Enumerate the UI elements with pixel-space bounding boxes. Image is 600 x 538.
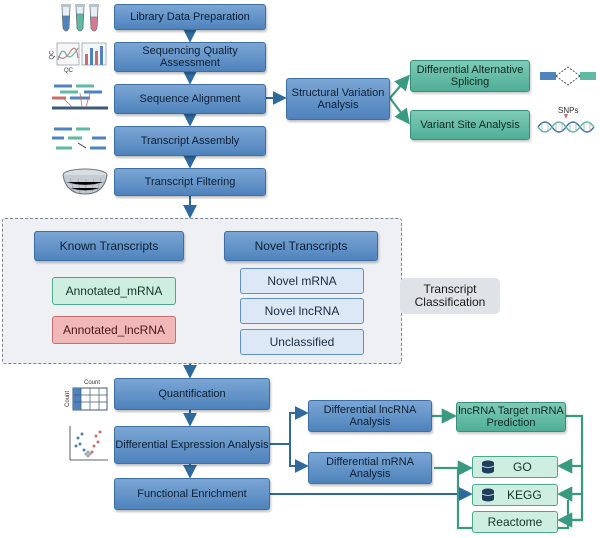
qc-axis-label: QC bbox=[49, 50, 56, 60]
assembly-icon bbox=[52, 127, 106, 150]
qc-bottom-label: QC bbox=[64, 68, 73, 74]
volcano-plot-icon bbox=[69, 426, 108, 461]
library-prep-box: Library Data Preparation bbox=[114, 4, 266, 30]
database-icon bbox=[481, 488, 495, 502]
transcript-assembly-box: Transcript Assembly bbox=[114, 126, 266, 156]
variant-site-box: Variant Site Analysis bbox=[410, 110, 530, 140]
classification-panel-label: Transcript Classification bbox=[400, 278, 500, 314]
quantification-box: Quantification bbox=[114, 378, 270, 410]
annotated-lncrna-box: Annotated_lncRNA bbox=[52, 316, 176, 344]
transcript-filtering-box: Transcript Filtering bbox=[114, 168, 266, 196]
kegg-label: KEGG bbox=[507, 488, 542, 502]
go-box: GO bbox=[472, 456, 558, 478]
seq-align-box: Sequence Alignment bbox=[114, 84, 266, 114]
reactome-box: Reactome bbox=[472, 511, 558, 533]
database-icon bbox=[481, 460, 495, 474]
structural-variation-box: Structural Variation Analysis bbox=[286, 78, 390, 120]
functional-enrichment-box: Functional Enrichment bbox=[114, 478, 270, 510]
diff-alt-splicing-box: Differential Alternative Splicing bbox=[410, 60, 530, 92]
go-label: GO bbox=[513, 460, 532, 474]
dna-helix-icon bbox=[537, 114, 595, 133]
alignment-reads-icon bbox=[52, 84, 108, 110]
novel-transcripts-box: Novel Transcripts bbox=[224, 231, 378, 261]
lncrna-target-box: lncRNA Target mRNA Prediction bbox=[456, 402, 566, 432]
seq-quality-box: Sequencing Quality Assessment bbox=[114, 42, 266, 72]
kegg-box: KEGG bbox=[472, 484, 558, 506]
known-transcripts-box: Known Transcripts bbox=[34, 231, 184, 261]
test-tubes-icon bbox=[61, 4, 99, 32]
splicing-icon bbox=[540, 66, 596, 86]
snps-label: SNPs bbox=[558, 106, 579, 115]
count-side-label: Count bbox=[65, 390, 72, 408]
filter-sieve-icon bbox=[62, 168, 108, 195]
annotated-mrna-box: Annotated_mRNA bbox=[52, 277, 176, 305]
count-top-label: Count bbox=[84, 380, 101, 386]
novel-lncrna-box: Novel lncRNA bbox=[240, 298, 364, 324]
qc-chart-icon bbox=[56, 42, 107, 66]
unclassified-box: Unclassified bbox=[240, 329, 364, 355]
novel-mrna-box: Novel mRNA bbox=[240, 268, 364, 294]
diff-lncrna-box: Differential lncRNA Analysis bbox=[308, 400, 432, 432]
diff-mrna-box: Differential mRNA Analysis bbox=[308, 452, 432, 484]
count-table-icon bbox=[72, 387, 108, 411]
diff-expression-box: Differential Expression Analysis bbox=[114, 426, 270, 464]
